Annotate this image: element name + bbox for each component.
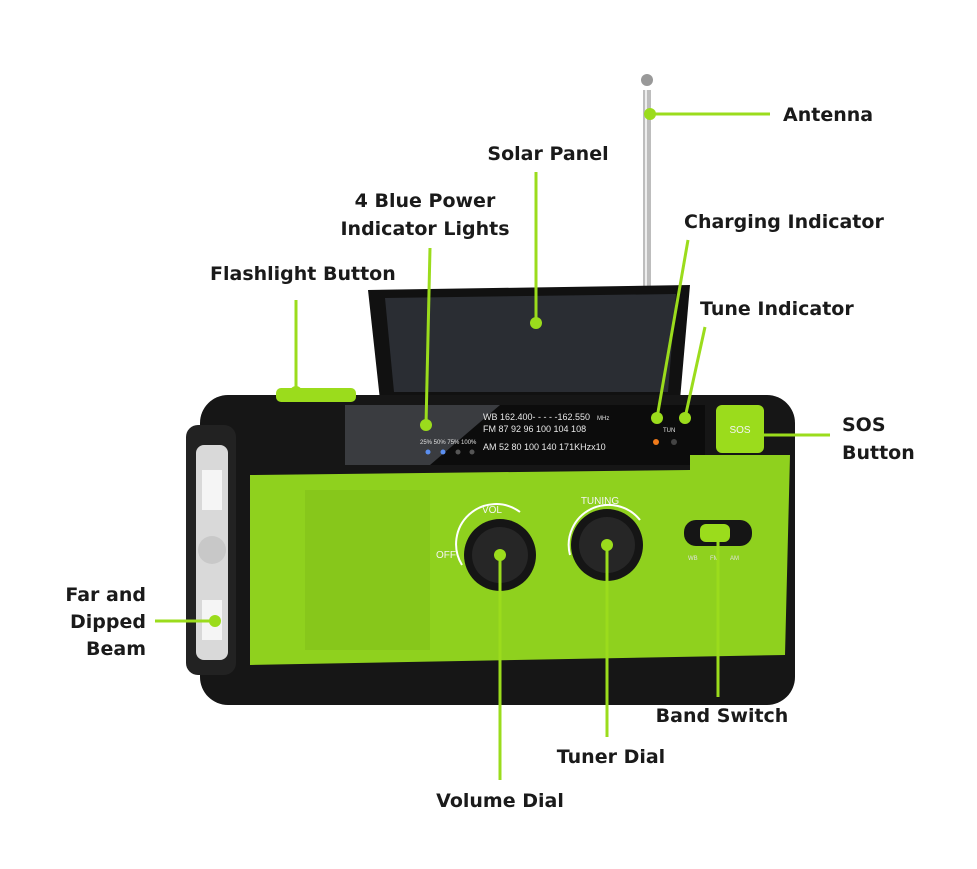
label-band-switch: Band Switch xyxy=(656,705,789,727)
label-charging-indicator: Charging Indicator xyxy=(684,211,884,233)
label-power-lights-2: Indicator Lights xyxy=(340,218,509,240)
label-beam: Far and xyxy=(65,584,146,606)
am-scale: AM 52 80 100 140 171KHzx10 xyxy=(483,442,606,452)
charging-led xyxy=(653,439,659,445)
sos-button-label: SOS xyxy=(729,425,750,436)
label-beam-3: Beam xyxy=(86,638,146,660)
tuning-label: TUNING xyxy=(581,496,620,507)
label-tuner-dial: Tuner Dial xyxy=(557,746,665,768)
tune-led xyxy=(671,439,677,445)
label-beam-2: Dipped xyxy=(70,611,146,633)
flashlight-button xyxy=(276,388,356,402)
band-fm: FM xyxy=(710,556,719,562)
label-power-lights: 4 Blue Power xyxy=(355,190,496,212)
mhz-unit: MHz xyxy=(597,416,609,422)
band-am: AM xyxy=(730,556,739,562)
label-sos-2: Button xyxy=(842,442,915,464)
band-wb: WB xyxy=(688,556,698,562)
tun-label: TUN xyxy=(663,428,675,434)
power-indicator-lights xyxy=(425,449,475,455)
wb-scale: WB 162.400- - - - -162.550 xyxy=(483,412,590,422)
leader-lines xyxy=(155,108,830,780)
vol-label: VOL xyxy=(482,505,502,516)
label-flashlight-button: Flashlight Button xyxy=(210,263,396,285)
fm-scale: FM 87 92 96 100 104 108 xyxy=(483,424,586,434)
label-tune-indicator: Tune Indicator xyxy=(700,298,854,320)
label-antenna: Antenna xyxy=(783,104,873,126)
radio-body: SOS xyxy=(186,388,795,705)
solar-panel xyxy=(368,285,690,400)
sos-button xyxy=(716,405,764,453)
label-sos: SOS xyxy=(842,414,886,436)
off-label: OFF xyxy=(436,550,456,561)
power-levels: 25% 50% 75% 100% xyxy=(420,440,477,446)
label-solar-panel: Solar Panel xyxy=(487,143,608,165)
label-volume-dial: Volume Dial xyxy=(436,790,564,812)
antenna xyxy=(641,74,653,290)
